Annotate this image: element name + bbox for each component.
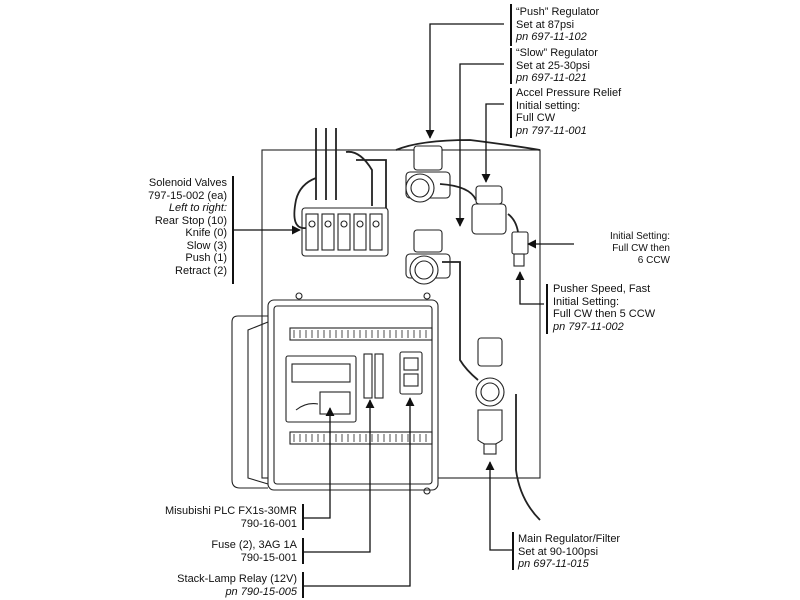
terminal-strip-bottom	[289, 431, 433, 445]
label-bar	[510, 88, 512, 138]
label-bar	[510, 4, 512, 46]
push-regulator	[413, 145, 443, 171]
push-regulator-title: “Push” Regulator	[516, 6, 600, 18]
slow-regulator	[413, 229, 443, 253]
air-tube	[315, 128, 337, 200]
plc-label: Misubishi PLC FX1s-30MR 790-16-001	[165, 505, 297, 530]
solenoid-valves-label: Solenoid Valves 797-15-002 (ea) Left to …	[148, 177, 227, 277]
slow-regulator-setting: Set at 25-30psi	[516, 59, 590, 72]
stack-lamp-relay-part-number: pn 790-15-005	[225, 585, 297, 598]
solenoid-valves-title: Solenoid Valves	[148, 177, 227, 189]
flow-control-valve	[511, 231, 529, 255]
stack-lamp-relay-title: Stack-Lamp Relay (12V)	[177, 573, 297, 585]
solenoid-valve-item: Knife (0)	[185, 227, 227, 239]
pusher-speed-part-number: pn 797-11-002	[553, 320, 624, 333]
fuse-label: Fuse (2), 3AG 1A 790-15-001	[211, 539, 297, 564]
label-bar	[232, 176, 234, 284]
pusher-speed-setting-label: Initial Setting:	[553, 295, 620, 308]
fuse-title: Fuse (2), 3AG 1A	[211, 539, 297, 551]
main-regulator-filter	[477, 337, 503, 367]
flow-control-line1: Initial Setting:	[609, 231, 670, 242]
push-regulator-setting: Set at 87psi	[516, 18, 575, 31]
flow-control-line2: Full CW then	[612, 243, 670, 254]
main-regulator-title: Main Regulator/Filter	[518, 533, 621, 545]
accel-pressure-relief	[475, 185, 503, 205]
accel-relief-part-number: pn 797-11-001	[516, 124, 587, 137]
label-bar	[512, 532, 514, 570]
flow-control-label: Initial Setting: Full CW then 6 CCW	[610, 231, 670, 267]
enclosure-door	[231, 315, 268, 489]
pusher-speed-setting: Full CW then 5 CCW	[553, 308, 656, 320]
accel-relief-label: Accel Pressure Relief Initial setting: F…	[516, 87, 621, 137]
solenoid-valve-item: Retract (2)	[175, 264, 227, 277]
fuse-holder-2	[374, 353, 384, 399]
main-regulator-part-number: pn 697-11-015	[518, 558, 589, 570]
push-regulator-label: “Push” Regulator Set at 87psi pn 697-11-…	[516, 6, 599, 44]
pusher-speed-label: Pusher Speed, Fast Initial Setting: Full…	[553, 283, 655, 333]
fuse-holder-1	[363, 353, 373, 399]
accel-relief-setting: Full CW	[516, 112, 556, 124]
push-regulator-part-number: pn 697-11-102	[516, 31, 587, 43]
solenoid-valve-item: Push (1)	[185, 252, 227, 264]
slow-regulator-title: “Slow” Regulator	[516, 47, 598, 59]
slow-regulator-part-number: pn 697-11-021	[516, 72, 587, 84]
main-regulator-setting: Set at 90-100psi	[518, 545, 599, 558]
terminal-strip-top	[289, 327, 433, 341]
solenoid-valves-part-number: 797-15-002 (ea)	[148, 189, 227, 202]
plc-title: Misubishi PLC FX1s-30MR	[164, 505, 297, 517]
accel-relief-title: Accel Pressure Relief	[516, 87, 622, 99]
label-bar	[302, 538, 304, 564]
stack-lamp-relay-label: Stack-Lamp Relay (12V) pn 790-15-005	[177, 573, 297, 598]
fuse-part-number: 790-15-001	[240, 551, 297, 564]
flow-control-line3: 6 CCW	[637, 255, 670, 266]
slow-regulator-label: “Slow” Regulator Set at 25-30psi pn 697-…	[516, 47, 598, 85]
solenoid-valves-order-note: Left to right:	[168, 202, 227, 214]
main-regulator-label: Main Regulator/Filter Set at 90-100psi p…	[518, 533, 620, 571]
accel-relief-setting-label: Initial setting:	[516, 99, 581, 112]
label-bar	[302, 572, 304, 598]
label-bar	[510, 48, 512, 84]
label-bar	[302, 504, 304, 530]
pusher-speed-title: Pusher Speed, Fast	[553, 283, 651, 295]
solenoid-valve-item: Rear Stop (10)	[154, 214, 227, 227]
plc-part-number: 790-16-001	[240, 517, 297, 530]
solenoid-valve-item: Slow (3)	[186, 239, 227, 252]
label-bar	[546, 284, 548, 334]
